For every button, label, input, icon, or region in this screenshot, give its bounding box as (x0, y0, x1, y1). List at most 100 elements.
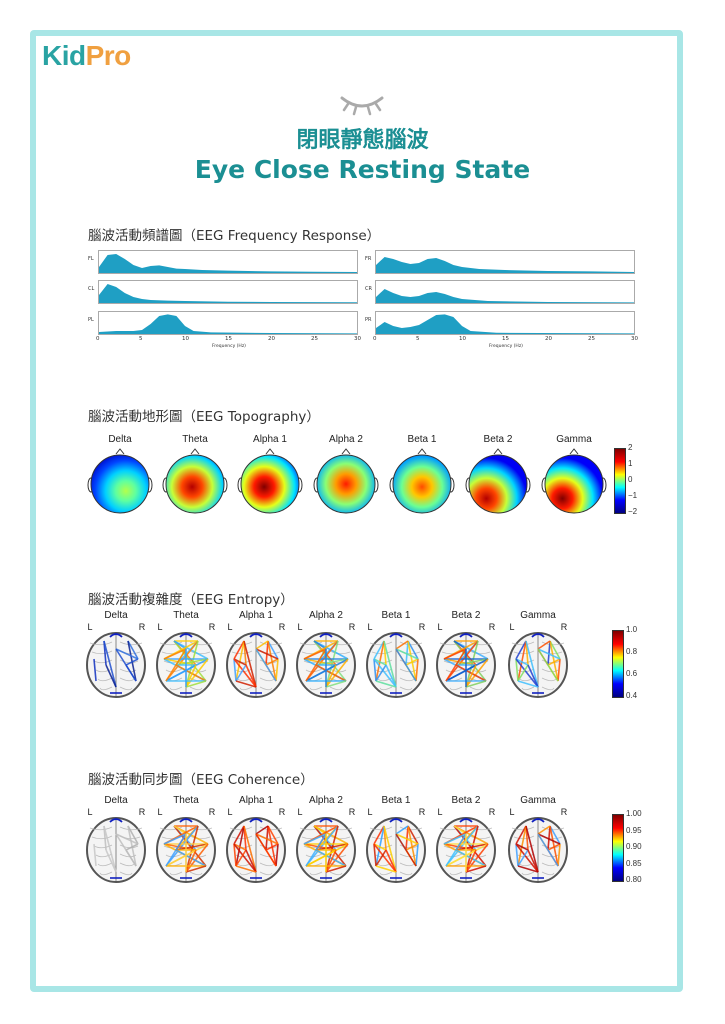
coherence-colorbar (612, 814, 624, 882)
coherence-left-label: L (87, 807, 93, 817)
x-tick-label: 20 (268, 336, 275, 342)
coherence-band-label: Theta (173, 795, 199, 806)
psd-panel-fl (98, 250, 358, 274)
entropy-right-label: R (138, 622, 146, 632)
closed-eye-icon (340, 96, 384, 116)
entropy-band-label: Alpha 2 (309, 610, 343, 621)
logo-pro-text: Pro (85, 40, 132, 71)
coherence-band-label: Beta 1 (381, 795, 411, 806)
coherence-band-label: Gamma (520, 795, 556, 806)
entropy-brain-beta-1 (366, 632, 426, 698)
entropy-left-label: L (367, 622, 373, 632)
section-title-entropy: 腦波活動複雜度（EEG Entropy） (88, 592, 294, 608)
coherence-left-label: L (437, 807, 443, 817)
x-tick-label: 15 (502, 336, 509, 342)
x-tick-label: 10 (459, 336, 466, 342)
channel-label-cr: CR (365, 286, 372, 292)
entropy-band-label: Theta (173, 610, 199, 621)
coherence-right-label: R (138, 807, 146, 817)
coherence-right-label: R (488, 807, 496, 817)
entropy-colorbar-tick: 1.0 (626, 625, 638, 634)
topography-colorbar-tick: −2 (628, 507, 638, 516)
x-tick-label: 20 (545, 336, 552, 342)
entropy-right-label: R (278, 622, 286, 632)
entropy-brain-beta-2 (436, 632, 496, 698)
x-axis-label: Frequency (Hz) (212, 344, 246, 349)
channel-label-pl: PL (88, 317, 94, 323)
coherence-right-label: R (348, 807, 356, 817)
topography-colorbar-tick: 2 (628, 443, 633, 452)
coherence-colorbar-tick: 0.95 (626, 825, 642, 835)
coherence-left-label: L (227, 807, 233, 817)
coherence-right-label: R (418, 807, 426, 817)
entropy-right-label: R (560, 622, 568, 632)
section-title-frequency: 腦波活動頻譜圖（EEG Frequency Response） (88, 228, 381, 244)
section-title-coherence: 腦波活動同步圖（EEG Coherence） (88, 772, 314, 788)
entropy-band-label: Gamma (520, 610, 556, 621)
entropy-colorbar (612, 630, 624, 698)
coherence-left-label: L (367, 807, 373, 817)
entropy-band-label: Beta 2 (451, 610, 481, 621)
psd-panel-pr (375, 311, 635, 335)
channel-label-fr: FR (365, 256, 372, 262)
topo-band-label: Delta (108, 434, 132, 445)
coherence-colorbar-tick: 0.85 (626, 858, 642, 868)
x-tick-label: 25 (311, 336, 318, 342)
x-tick-label: 15 (225, 336, 232, 342)
entropy-brain-alpha-2 (296, 632, 356, 698)
channel-label-fl: FL (88, 256, 94, 262)
entropy-brain-alpha-1 (226, 632, 286, 698)
coherence-band-label: Alpha 1 (239, 795, 273, 806)
x-tick-label: 30 (354, 336, 361, 342)
topomap-alpha-2 (313, 448, 379, 514)
entropy-brain-theta (156, 632, 216, 698)
entropy-left-label: L (157, 622, 163, 632)
psd-area-fl (99, 254, 357, 273)
coherence-right-label: R (560, 807, 568, 817)
psd-area-fr (376, 257, 634, 273)
entropy-left-label: L (437, 622, 443, 632)
psd-area-pr (376, 314, 634, 334)
topo-band-label: Alpha 1 (253, 434, 287, 445)
x-tick-label: 0 (96, 336, 100, 342)
psd-panel-cl (98, 280, 358, 304)
entropy-colorbar-tick: 0.4 (626, 691, 638, 700)
coherence-brain-beta-2 (436, 817, 496, 883)
x-tick-label: 30 (631, 336, 638, 342)
topography-colorbar-tick: 1 (628, 459, 633, 468)
coherence-band-label: Alpha 2 (309, 795, 343, 806)
entropy-brain-delta (86, 632, 146, 698)
coherence-band-label: Beta 2 (451, 795, 481, 806)
topo-band-label: Gamma (556, 434, 592, 445)
psd-panel-fr (375, 250, 635, 274)
entropy-band-label: Beta 1 (381, 610, 411, 621)
entropy-left-label: L (87, 622, 93, 632)
coherence-right-label: R (278, 807, 286, 817)
coherence-left-label: L (297, 807, 303, 817)
coherence-colorbar-tick: 0.90 (626, 842, 642, 851)
entropy-band-label: Alpha 1 (239, 610, 273, 621)
channel-label-pr: PR (365, 317, 372, 323)
coherence-right-label: R (208, 807, 216, 817)
page-title-english: Eye Close Resting State (194, 155, 531, 184)
topography-colorbar (614, 448, 626, 514)
topomap-gamma (541, 448, 607, 514)
entropy-brain-gamma (508, 632, 568, 698)
channel-label-cl: CL (88, 286, 95, 292)
topomap-alpha-1 (237, 448, 303, 514)
topo-band-label: Beta 2 (483, 434, 513, 445)
entropy-right-label: R (208, 622, 216, 632)
entropy-right-label: R (348, 622, 356, 632)
x-tick-label: 25 (588, 336, 595, 342)
section-title-topography: 腦波活動地形圖（EEG Topography） (88, 409, 320, 425)
topo-band-label: Theta (182, 434, 208, 445)
entropy-left-label: L (297, 622, 303, 632)
coherence-brain-delta (86, 817, 146, 883)
entropy-right-label: R (488, 622, 496, 632)
topography-colorbar-tick: −1 (628, 491, 638, 500)
coherence-colorbar-tick: 0.80 (626, 875, 642, 884)
coherence-left-label: L (157, 807, 163, 817)
entropy-right-label: R (418, 622, 426, 632)
logo-kid-text: Kid (42, 40, 86, 71)
topo-band-label: Alpha 2 (329, 434, 363, 445)
